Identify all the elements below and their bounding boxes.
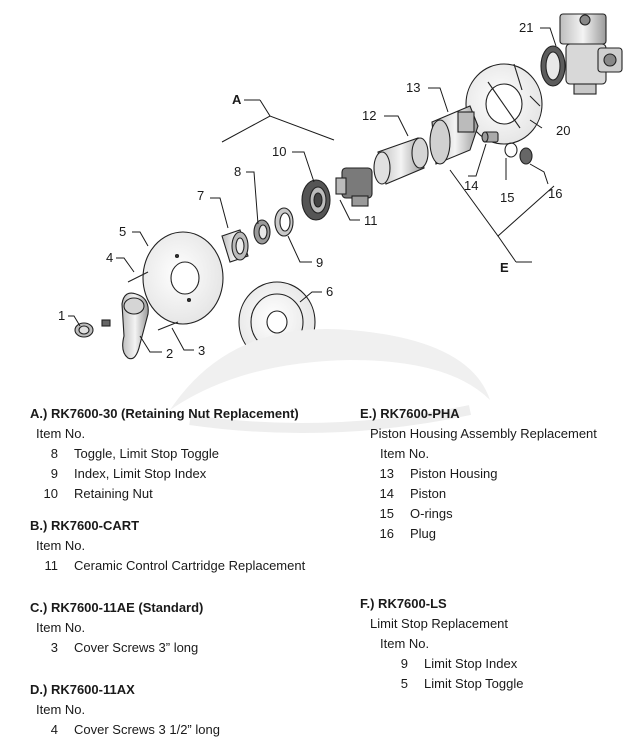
kit-f-subtitle: Limit Stop Replacement <box>370 616 509 631</box>
kit-group-a: A.) RK7600-30 (Retaining Nut Replacement… <box>30 404 299 504</box>
kit-e-title: E.) RK7600-PHA <box>360 406 460 421</box>
part-4-screw <box>127 271 149 283</box>
kit-f-item-header: Item No. <box>380 636 430 651</box>
item-number: 9 <box>400 656 408 671</box>
kit-d-title: D.) RK7600-11AX <box>30 682 135 697</box>
item-description: Ceramic Control Cartridge Replacement <box>74 558 306 573</box>
item-description: Limit Stop Index <box>424 656 518 671</box>
callout-1: 1 <box>58 308 65 323</box>
part-7-bushing <box>221 229 249 263</box>
item-number: 5 <box>400 676 408 691</box>
kit-e-subtitle: Piston Housing Assembly Replacement <box>370 426 597 441</box>
kit-group-f: F.) RK7600-LS Limit Stop Replacement Ite… <box>360 594 524 694</box>
item-number: 3 <box>50 640 58 655</box>
part-16-plug <box>519 147 533 165</box>
callout-9: 9 <box>316 255 323 270</box>
callout-4: 4 <box>106 250 113 265</box>
list-item: 15 O-rings <box>360 504 597 524</box>
item-description: Plug <box>410 526 437 541</box>
bracket-a <box>221 99 335 143</box>
kit-a-item-header: Item No. <box>36 426 86 441</box>
item-description: Cover Screws 3 1/2” long <box>74 722 220 737</box>
item-description: Cover Screws 3” long <box>74 640 199 655</box>
kit-group-d: D.) RK7600-11AX Item No. 4 Cover Screws 3… <box>30 680 220 740</box>
part-11-cartridge <box>335 167 373 207</box>
item-number: 10 <box>43 486 58 501</box>
item-description: Retaining Nut <box>74 486 153 501</box>
list-item: 9 Limit Stop Index <box>360 654 524 674</box>
callout-12: 12 <box>362 108 376 123</box>
callout-20: 20 <box>556 123 570 138</box>
part-2-lever-handle <box>101 292 149 360</box>
kit-group-e: E.) RK7600-PHA Piston Housing Assembly R… <box>360 404 597 544</box>
callout-14: 14 <box>464 178 478 193</box>
list-item: 14 Piston <box>360 484 597 504</box>
callout-21: 21 <box>519 20 533 35</box>
callout-16: 16 <box>548 186 562 201</box>
bracket-e <box>449 169 555 263</box>
part-14-piston <box>481 131 499 143</box>
callout-11: 11 <box>364 213 378 228</box>
part-15-o-ring <box>504 142 518 158</box>
item-number: 14 <box>379 486 394 501</box>
item-description: Piston <box>410 486 447 501</box>
list-item: 9 Index, Limit Stop Index <box>30 464 299 484</box>
part-1-cap <box>74 322 94 338</box>
part-9-index <box>274 207 294 237</box>
part-20-back-plate <box>465 63 543 145</box>
item-number: 15 <box>379 506 394 521</box>
item-number: 13 <box>379 466 394 481</box>
kit-d-item-header: Item No. <box>36 702 86 717</box>
item-description: Piston Housing <box>410 466 498 481</box>
kit-b-title: B.) RK7600-CART <box>30 518 140 533</box>
exploded-parts-diagram: A E 21 20 13 12 10 8 7 11 9 5 4 6 1 2 3 … <box>58 13 623 363</box>
callout-8: 8 <box>234 164 241 179</box>
list-item: 4 Cover Screws 3 1/2” long <box>30 720 220 740</box>
kit-group-c: C.) RK7600-11AE (Standard) Item No. 3 Cov… <box>30 598 203 658</box>
kit-c-title: C.) RK7600-11AE (Standard) <box>30 600 204 615</box>
list-item: 3 Cover Screws 3” long <box>30 638 203 658</box>
list-item: 16 Plug <box>360 524 597 544</box>
item-number: 16 <box>379 526 394 541</box>
list-item: 13 Piston Housing <box>360 464 597 484</box>
kit-e-item-header: Item No. <box>380 446 430 461</box>
callout-a: A <box>232 92 242 107</box>
item-description: O-rings <box>410 506 453 521</box>
item-number: 11 <box>44 558 59 573</box>
callout-15: 15 <box>500 190 514 205</box>
list-item: 8 Toggle, Limit Stop Toggle <box>30 444 299 464</box>
part-21-valve-body <box>540 13 623 95</box>
callout-6: 6 <box>326 284 333 299</box>
item-number: 8 <box>50 446 58 461</box>
kit-f-title: F.) RK7600-LS <box>360 596 447 611</box>
item-number: 9 <box>50 466 58 481</box>
callout-3: 3 <box>198 343 205 358</box>
kit-b-item-header: Item No. <box>36 538 86 553</box>
kit-a-title: A.) RK7600-30 (Retaining Nut Replacement… <box>30 406 299 421</box>
kit-group-b: B.) RK7600-CART Item No. 11 Ceramic Contr… <box>30 516 305 576</box>
callout-2: 2 <box>166 346 173 361</box>
item-number: 4 <box>50 722 58 737</box>
list-item: 11 Ceramic Control Cartridge Replacement <box>30 556 306 576</box>
list-item: 5 Limit Stop Toggle <box>360 674 524 694</box>
part-5-escutcheon <box>142 231 224 325</box>
item-description: Limit Stop Toggle <box>424 676 524 691</box>
item-description: Index, Limit Stop Index <box>74 466 207 481</box>
part-12-sleeve <box>373 137 429 185</box>
item-description: Toggle, Limit Stop Toggle <box>74 446 220 461</box>
list-item: 10 Retaining Nut <box>30 484 299 504</box>
part-13-piston-housing <box>429 105 479 165</box>
callout-5: 5 <box>119 224 126 239</box>
callout-13: 13 <box>406 80 420 95</box>
part-3-screw <box>157 321 179 331</box>
part-8-toggle <box>253 219 271 245</box>
part-6-cover-plate <box>238 281 316 363</box>
callout-7: 7 <box>197 188 204 203</box>
part-10-retaining-nut <box>301 179 331 221</box>
callout-10: 10 <box>272 144 286 159</box>
kit-c-item-header: Item No. <box>36 620 86 635</box>
callout-e: E <box>500 260 509 275</box>
